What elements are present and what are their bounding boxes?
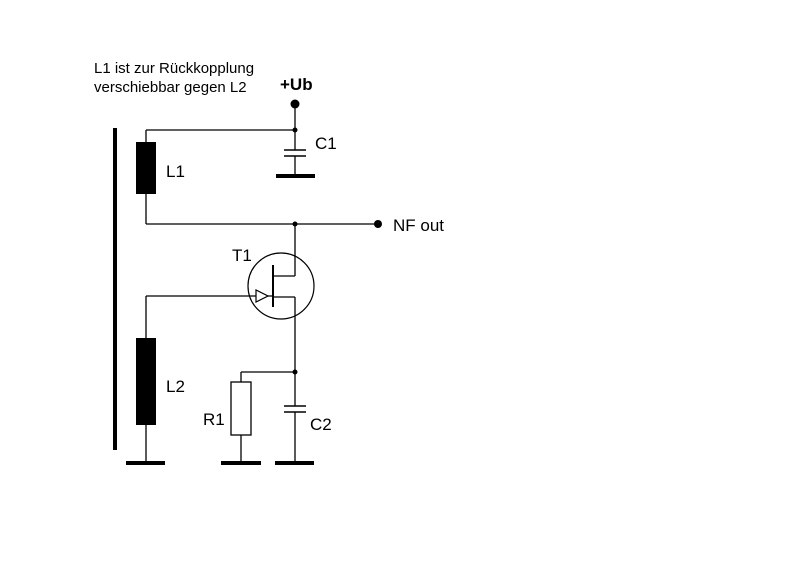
supply-label: +Ub <box>280 75 313 94</box>
c2-label: C2 <box>310 415 332 434</box>
l2-coil <box>136 338 156 425</box>
t1-gate-arrow-icon <box>255 289 270 303</box>
l1-coil <box>136 142 156 194</box>
t1-label: T1 <box>232 246 252 265</box>
l1-label: L1 <box>166 162 185 181</box>
r1-label: R1 <box>203 410 225 429</box>
c1-label: C1 <box>315 134 337 153</box>
t1-transistor-body <box>247 252 315 320</box>
note-line-2: verschiebbar gegen L2 <box>94 79 247 96</box>
r1-resistor <box>230 381 252 436</box>
l2-label: L2 <box>166 377 185 396</box>
output-terminal <box>374 220 382 228</box>
note-line-1: L1 ist zur Rückkopplung <box>94 60 254 77</box>
output-label: NF out <box>393 216 444 235</box>
